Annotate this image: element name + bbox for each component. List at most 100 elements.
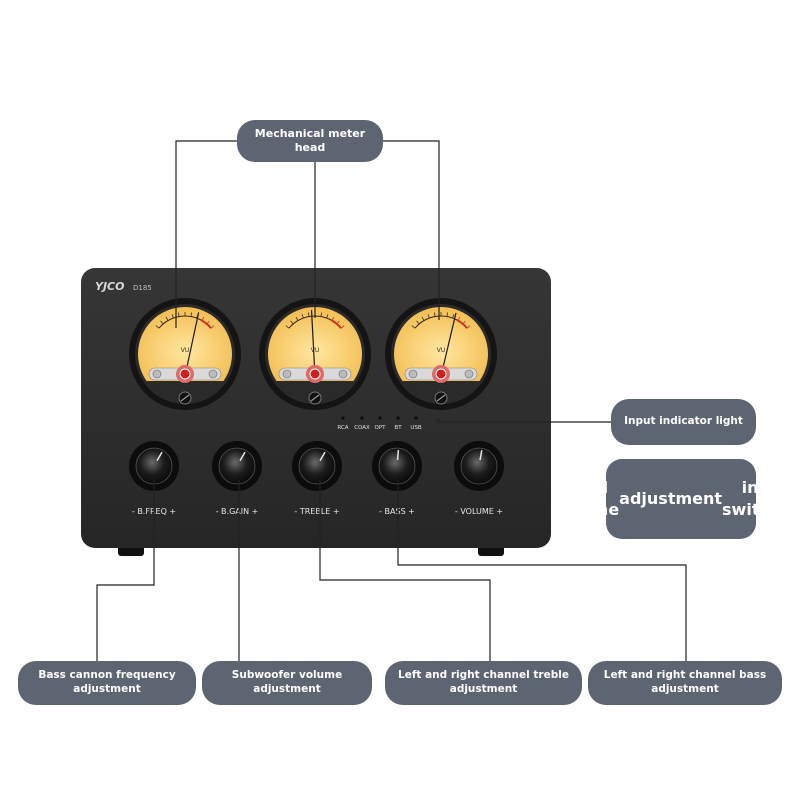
callout-meter-head: Mechanical meter head [237,120,383,162]
indicator-label: COAX [354,425,370,431]
meter-tick [446,312,448,317]
meter-screw [338,369,348,379]
knob-pointer [479,450,483,461]
meter-tick [416,320,420,325]
meter-zero-adjust-slot [180,394,190,402]
knob-cap[interactable] [218,447,256,485]
vu-meter: VU [129,298,241,410]
meter-zero-adjust-slot [436,394,446,402]
callout-treble: Left and right channel treble adjustment [385,661,582,705]
indicator-label: OPT [374,425,386,431]
meter-tick [340,325,345,329]
knob-cap[interactable] [460,447,498,485]
meter-tick [452,314,455,319]
meter-tick [155,325,160,329]
meter-screw [464,369,474,379]
meter-tick [466,325,471,329]
knob-label: - TREBLE + [294,507,339,516]
meter-screw [152,369,162,379]
meter-screw [282,369,292,379]
leader-line-bfreq [96,480,155,661]
knob-label: - VOLUME + [455,507,503,516]
indicator-label: USB [410,425,422,431]
input-indicator: RCA [337,416,349,431]
meter-tick [320,312,322,317]
meter-screw [208,369,218,379]
meter-tick [210,325,215,329]
meter-vu-label: VU [437,347,446,354]
control-knob[interactable]: - TREBLE + [292,441,342,516]
input-indicator: OPT [374,416,386,431]
indicator-label: BT [394,425,402,431]
brand-logo: YJCO [95,280,124,293]
meter-tick [427,314,430,319]
meter-tick [206,320,210,325]
indicator-led [396,416,400,420]
meter-tick [190,312,192,317]
meter-lamp [309,368,321,380]
meter-screw [408,369,418,379]
meter-tick [462,320,466,325]
meter-tick [171,314,174,319]
indicator-led [414,416,418,420]
vu-meter: VU [385,298,497,410]
knob-pointer [319,451,326,462]
knob-label: - BASS + [379,507,415,516]
control-knob[interactable]: - BASS + [372,441,422,516]
knob-pointer [156,451,163,462]
knob-cap[interactable] [378,447,416,485]
meter-lamp [435,368,447,380]
knob-pointer [239,451,246,462]
meter-tick [457,316,461,321]
knob-cap[interactable] [298,447,336,485]
knob-cap[interactable] [135,447,173,485]
meter-tick [201,316,205,321]
meter-tick [434,312,436,317]
callout-bfreq: Bass cannon frequency adjustment [18,661,196,705]
meter-tick [178,312,180,317]
leader-line-indicator [437,418,611,423]
callout-total-volume-line-2: adjustment [619,488,723,508]
meter-tick [331,316,335,321]
callout-subwoofer: Subwoofer volume adjustment [202,661,372,705]
meter-tick [411,325,416,329]
knob-pointer [396,449,400,461]
meter-tick [421,316,425,321]
meter-tick [295,316,299,321]
model-number: D185 [133,284,152,292]
meter-zero-adjust-slot [310,394,320,402]
indicator-label: RCA [337,425,348,431]
meter-tick [336,320,340,325]
callout-total-volume-line-3: input switching [722,477,800,519]
callout-total-volume: Total volume adjustment input switching [553,459,800,539]
meter-vu-label: VU [311,347,320,354]
leader-line-bass [397,480,687,661]
indicator-led [341,416,345,420]
callout-bass: Left and right channel bass adjustment [588,661,782,705]
input-indicator: BT [394,416,402,431]
meter-tick [160,320,164,325]
meter-tick [326,314,329,319]
input-indicator: USB [410,416,422,431]
meter-tick [285,325,290,329]
meter-lamp [179,368,191,380]
control-knob[interactable]: - B.GAIN + [212,441,262,516]
knob-label: - B.GAIN + [216,507,259,516]
leader-line-meter-right [383,140,440,320]
meter-vu-label: VU [181,347,190,354]
control-knob[interactable]: - VOLUME + [454,441,504,516]
meter-tick [301,314,304,319]
leader-line-treble [319,480,491,661]
vu-meter: VU [259,298,371,410]
leader-line-meter-left [175,140,237,328]
meter-tick [308,312,310,317]
callout-total-volume-line-1: Total volume [553,477,620,519]
input-indicator: COAX [354,416,370,431]
meter-tick [165,316,169,321]
callout-indicator-light: Input indicator light [611,399,756,445]
indicator-led [378,416,382,420]
meter-tick [290,320,294,325]
indicator-led [360,416,364,420]
